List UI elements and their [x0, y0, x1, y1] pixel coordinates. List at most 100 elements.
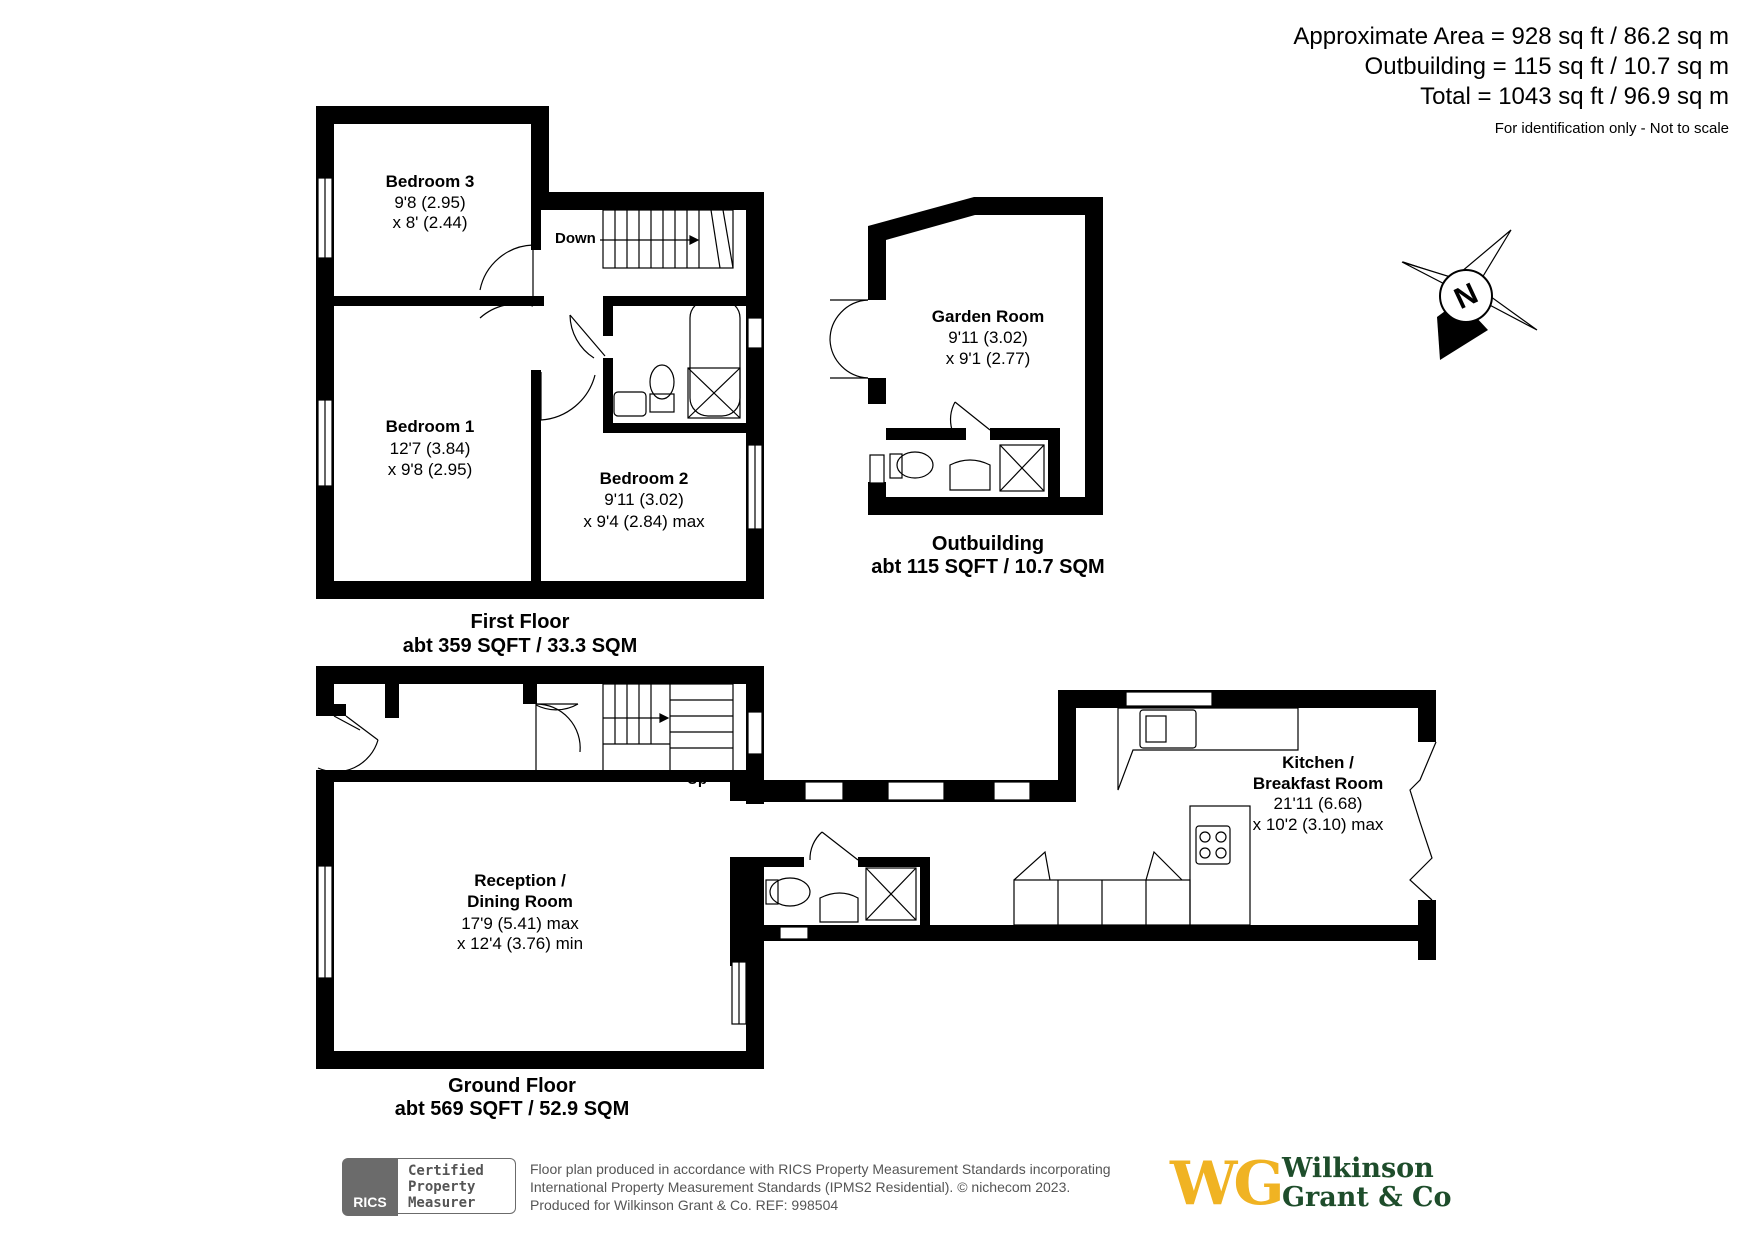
first-floor-title: First Floor: [471, 611, 570, 633]
door-swing: [1145, 850, 1183, 881]
door-swing: [1013, 850, 1051, 881]
bedroom3-dim2: x 8' (2.44): [392, 213, 467, 232]
wall: [385, 684, 399, 718]
garden-room-name: Garden Room: [932, 307, 1044, 326]
shower-icon: [999, 444, 1045, 492]
reception-name2: Dining Room: [467, 892, 573, 911]
wall: [920, 857, 930, 925]
wall: [990, 428, 1060, 440]
reception-name1: Reception /: [474, 871, 566, 890]
first-floor-area: abt 359 SQFT / 33.3 SQM: [403, 635, 638, 657]
door-swing: [809, 831, 823, 861]
approximate-area: Approximate Area = 928 sq ft / 86.2 sq m: [1293, 23, 1729, 50]
window: [1125, 691, 1213, 707]
wall: [1418, 690, 1436, 742]
door-swing: [950, 401, 956, 431]
basin-icon: [819, 892, 859, 923]
wall: [764, 857, 804, 867]
window: [779, 926, 809, 940]
door-swing: [479, 303, 534, 319]
wall: [603, 358, 613, 433]
first-floor-stairs: [600, 209, 734, 269]
wall: [746, 192, 764, 599]
wall: [316, 581, 764, 599]
rics-logo: RICS: [342, 1158, 398, 1216]
wall: [531, 370, 541, 581]
kitchen-name2: Breakfast Room: [1253, 774, 1383, 793]
window: [747, 711, 763, 755]
wall: [531, 106, 549, 196]
wall: [886, 428, 966, 440]
wall: [764, 925, 1436, 941]
reception-dim1: 17'9 (5.41) max: [461, 914, 579, 933]
wall: [316, 666, 764, 684]
sink-icon: [1139, 709, 1197, 749]
wall: [531, 192, 764, 210]
kitchen-name1: Kitchen /: [1282, 753, 1354, 772]
agency-logo-mark: WG: [1170, 1149, 1285, 1219]
kitchen-unit: [1189, 805, 1251, 926]
wall: [868, 378, 886, 404]
wall: [531, 210, 541, 250]
bedroom1-dim1: 12'7 (3.84): [390, 439, 471, 458]
bedroom3-name: Bedroom 3: [386, 172, 475, 191]
ground-floor-fixtures: [317, 683, 1437, 1025]
hob-icon: [1195, 825, 1231, 865]
rics-badge: RICS Certified Property Measurer: [342, 1158, 518, 1216]
window: [993, 781, 1031, 801]
wall: [523, 684, 537, 704]
bedroom2-dim1: 9'11 (3.02): [604, 490, 683, 509]
wall: [746, 966, 764, 1069]
bedroom2-name: Bedroom 2: [600, 469, 689, 488]
outbuilding-fixtures: [829, 299, 1045, 492]
reception-dim2: x 12'4 (3.76) min: [457, 934, 583, 953]
stairs-up-label: Up: [687, 771, 707, 788]
wall: [1058, 690, 1436, 708]
bifold-doors: [1409, 741, 1437, 901]
wall: [603, 423, 746, 433]
bedroom2-dim2: x 9'4 (2.84) max: [583, 512, 705, 531]
garden-room-dim2: x 9'1 (2.77): [946, 349, 1031, 368]
door-swing: [829, 339, 869, 379]
wall: [1058, 690, 1076, 802]
total-area: Total = 1043 sq ft / 96.9 sq m: [1420, 83, 1729, 110]
door-swing: [540, 374, 596, 421]
area-summary: Approximate Area = 928 sq ft / 86.2 sq m…: [1293, 22, 1729, 137]
kitchen-dim1: 21'11 (6.68): [1274, 794, 1363, 813]
stairs-down-label: Down: [555, 230, 596, 247]
shower-icon: [865, 867, 917, 921]
bedroom1-name: Bedroom 1: [386, 417, 475, 436]
footer-disclaimer: Floor plan produced in accordance with R…: [530, 1161, 1111, 1213]
window: [887, 781, 945, 801]
toilet-icon: [649, 364, 675, 400]
ground-floor-title: Ground Floor: [448, 1075, 576, 1097]
window: [804, 781, 844, 801]
wall: [868, 197, 1103, 515]
kitchen-worktop: [1117, 707, 1299, 791]
toilet-icon: [896, 451, 934, 479]
outbuilding-area: Outbuilding = 115 sq ft / 10.7 sq m: [1364, 53, 1729, 80]
door-swing: [479, 244, 534, 291]
shower-icon: [687, 367, 741, 419]
outbuilding-area-label: abt 115 SQFT / 10.7 SQM: [871, 556, 1104, 578]
wall: [334, 704, 346, 716]
basin-icon: [613, 391, 647, 417]
wall: [316, 106, 549, 124]
door-swing: [535, 703, 579, 711]
window: [747, 317, 763, 349]
first-floor-fixtures: [317, 177, 763, 530]
door-swing: [535, 703, 581, 753]
outbuilding-plan: [868, 197, 1103, 515]
compass-icon: N: [1401, 229, 1538, 360]
scale-note: For identification only - Not to scale: [1494, 120, 1729, 137]
ground-floor-stairs: [602, 683, 734, 773]
bath-icon: [689, 299, 741, 417]
wall: [858, 857, 930, 867]
wall: [334, 770, 760, 782]
rics-certified-text: Certified Property Measurer: [398, 1158, 516, 1214]
door-swing: [829, 299, 869, 341]
kitchen-dim2: x 10'2 (3.10) max: [1253, 815, 1384, 834]
wall: [603, 296, 746, 306]
wall: [1048, 428, 1060, 497]
